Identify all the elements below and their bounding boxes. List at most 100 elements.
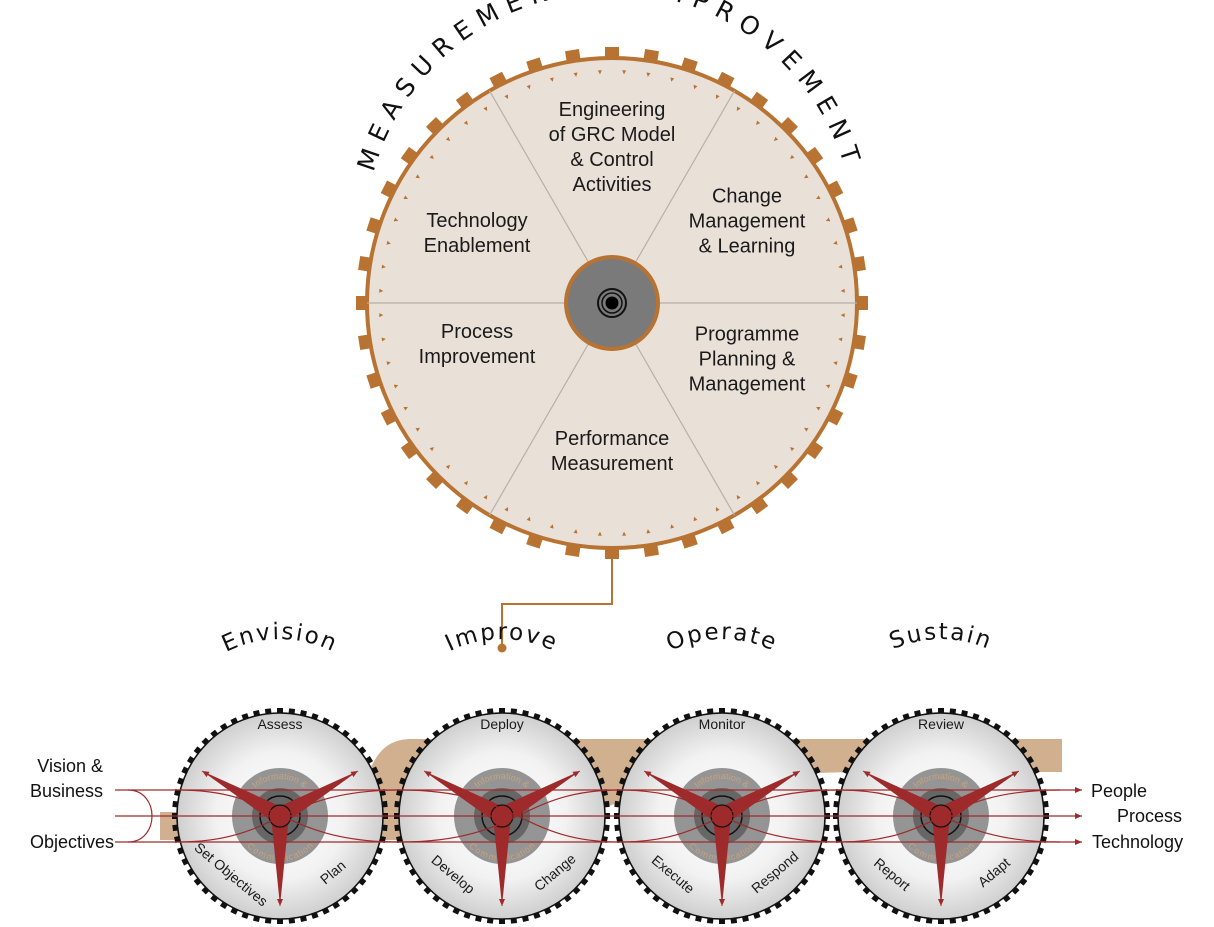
wheel-tooth [780,471,798,489]
wheel-tick [840,313,845,318]
wheel-tooth [400,441,418,460]
wheel-segment-label: Performance [555,428,670,450]
gear-tooth [277,917,283,924]
wheel-tooth [828,180,844,198]
gear-blade-arrow [423,770,503,817]
wheel-tick [526,84,531,90]
wheel-tooth [489,519,507,535]
input-label: Vision & Business Objectives [30,756,114,852]
wheel-tick [597,531,602,536]
gear-blade-arrow [862,770,942,817]
wheel-tick [838,264,843,269]
wheel-tick [840,288,845,293]
wheel-tick [622,531,627,536]
gear-step-top: Deploy [480,716,524,732]
wheel-tick [429,154,435,159]
gear-title: Envision [218,619,342,657]
wheel-tick [381,337,386,342]
wheel-segment-label: Engineering [559,99,666,121]
gear-blade [424,771,507,824]
gear-tooth [719,708,725,715]
wheel-segment-label: Improvement [419,346,536,368]
wheel-tooth [565,544,581,557]
wheel-tick [789,447,795,452]
gear-tooth [938,708,944,715]
wheel-tick [549,77,554,82]
wheel-teeth [356,47,868,559]
wheel-tick [804,174,809,179]
flow-lines [115,787,1082,845]
wheel-tick-marks [379,70,845,536]
gear-blade [497,771,580,824]
wheel-tooth [380,180,396,198]
wheel-tick [504,94,509,99]
input-label-line-3: Objectives [30,832,114,852]
wheel-tick [379,313,384,318]
wheel-tooth [565,49,581,62]
wheel-tick [415,174,420,179]
wheel-tick [386,240,391,245]
wheel-segment-label: Management [689,210,806,232]
wheel-tick [526,516,531,522]
wheel-tick [670,524,675,529]
wheel-tooth [750,497,769,515]
gear-blade [936,771,1019,824]
gear-envision: Information &CommunicationAssessSet Obje… [172,619,388,924]
wheel-segment-label: & Learning [699,235,796,257]
wheel-tooth [858,296,868,310]
gear-blade [717,771,800,824]
wheel-tick [415,427,420,432]
gear-tooth [719,917,725,924]
wheel-tick [597,70,602,75]
wheel-tooth [455,91,474,109]
wheel-tooth [358,256,371,272]
wheel-tick [756,120,761,126]
wheel-segment-label: Process [441,321,513,343]
wheel-tick [393,384,399,389]
gear-sustain: Information &CommunicationReviewReportAd… [833,619,1049,924]
wheel-tick [693,84,698,90]
wheel-tooth [828,408,844,426]
connector-line [501,548,613,646]
wheel-hub-center [605,296,619,310]
gear-operate: Information &CommunicationMonitorExecute… [614,619,830,924]
wheel-hub-ring-inner [601,292,623,314]
wheel-tick [549,524,554,529]
wheel-tooth [400,146,418,165]
wheel-tick [693,516,698,522]
wheel-segment-label: of GRC Model [549,124,676,146]
gear-tooth [499,917,505,924]
gear-blade [202,771,285,824]
wheel-tick [403,406,408,411]
gear-blade [863,771,946,824]
gear-tooth [938,917,944,924]
gear-step-top: Monitor [699,716,746,732]
gear-step-top: Assess [257,716,302,732]
wheel-segment-label: Technology [426,210,527,232]
wheel-segment-label: Change [712,185,782,207]
wheel-tick [838,337,843,342]
wheel-tooth [455,497,474,515]
gear-tooth [277,708,283,715]
wheel-segment-label: Enablement [424,235,531,257]
wheel-tick [833,240,838,245]
wheel-tick [804,427,809,432]
wheel-tooth [605,47,619,57]
wheel-tooth [853,256,866,272]
output-labels: People Process Technology [1091,781,1183,852]
wheel-tooth [380,408,396,426]
wheel-tick [825,217,831,222]
gear-blade-arrow [940,770,1020,817]
wheel-tick [736,495,741,500]
wheel-tick [463,120,468,126]
wheel-tick [483,106,488,111]
wheel-segment-label: Management [689,373,806,395]
wheel-tooth [806,441,824,460]
wheel-tooth [426,117,444,135]
wheel-hub-ring [597,288,627,318]
gear-step-top: Review [918,716,965,732]
wheel-tick [833,361,838,366]
wheel-tick [429,447,435,452]
